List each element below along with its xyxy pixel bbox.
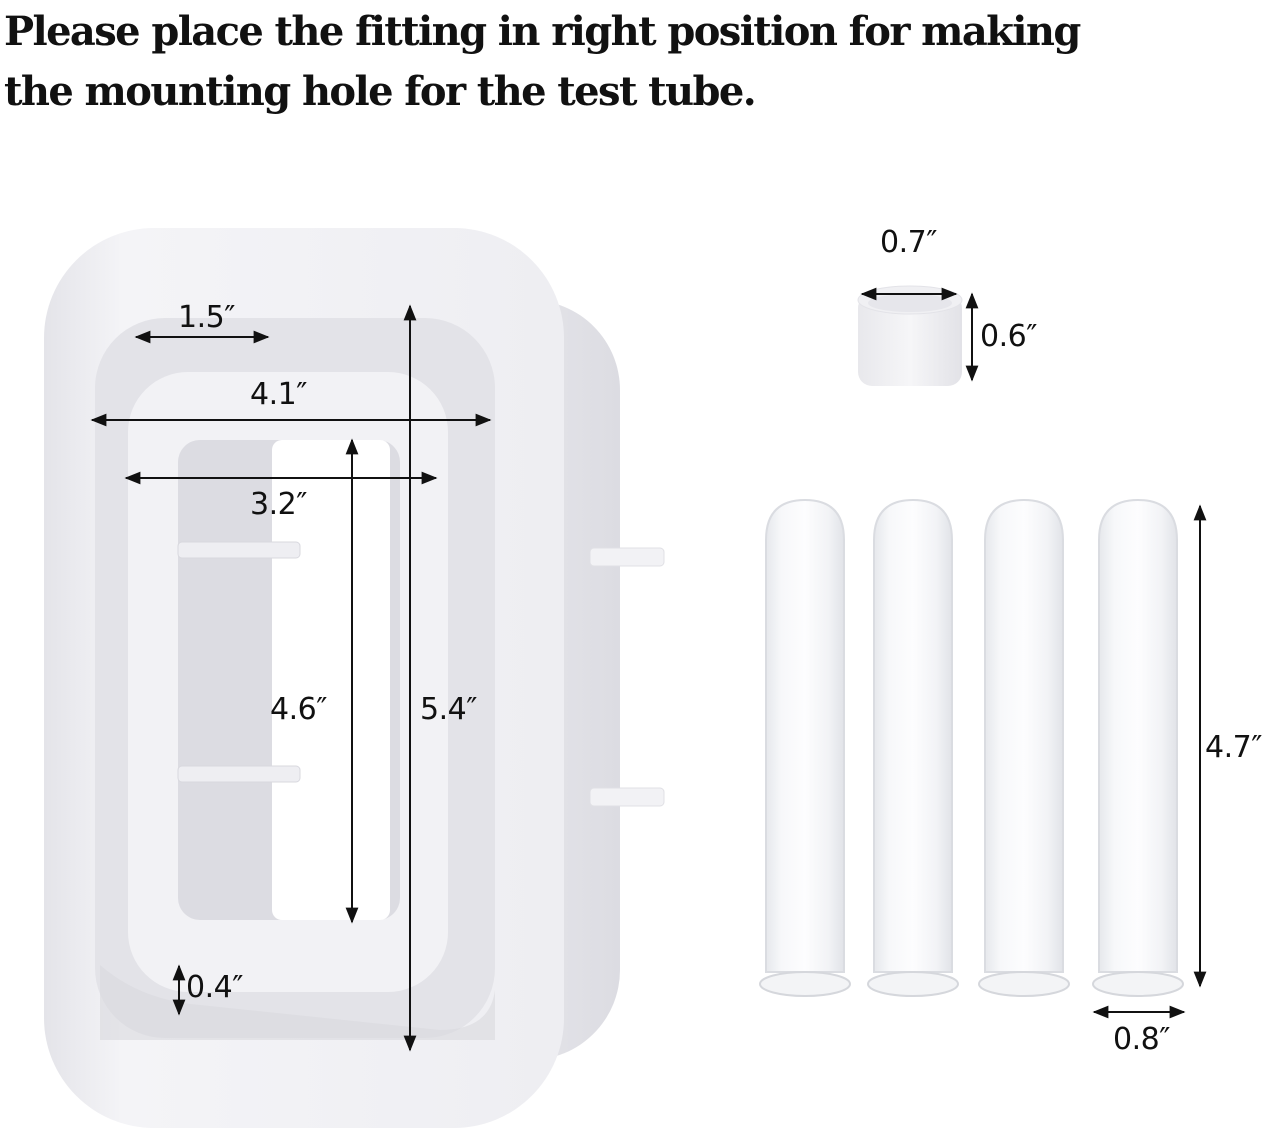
headline-line-1: Please place the fitting in right positi… (4, 8, 1081, 55)
test-tube (1092, 498, 1184, 997)
dim-label-outer-height: 5.4″ (420, 692, 477, 727)
dim-label-inner-wall-width: 1.5″ (178, 300, 235, 335)
dim-label-wall-thickness: 0.4″ (186, 970, 243, 1005)
dim-label-inner-width: 3.2″ (250, 487, 307, 522)
test-tube (867, 498, 959, 997)
test-tube (978, 498, 1070, 997)
dim-label-tube-length: 4.7″ (1205, 730, 1262, 765)
test-tube (759, 498, 851, 997)
dim-label-fitting-height: 0.6″ (980, 319, 1037, 354)
dim-label-fitting-diameter: 0.7″ (880, 225, 937, 260)
headline-line-2: the mounting hole for the test tube. (4, 68, 757, 115)
dim-label-tube-diameter: 0.8″ (1113, 1022, 1170, 1057)
dim-label-outer-width: 4.1″ (250, 377, 307, 412)
test-tubes (759, 498, 1207, 1019)
silicone-mold (44, 228, 665, 1128)
fitting-ring (857, 285, 979, 386)
dim-label-inner-height: 4.6″ (270, 692, 327, 727)
headline: Please place the fitting in right positi… (4, 2, 1274, 122)
